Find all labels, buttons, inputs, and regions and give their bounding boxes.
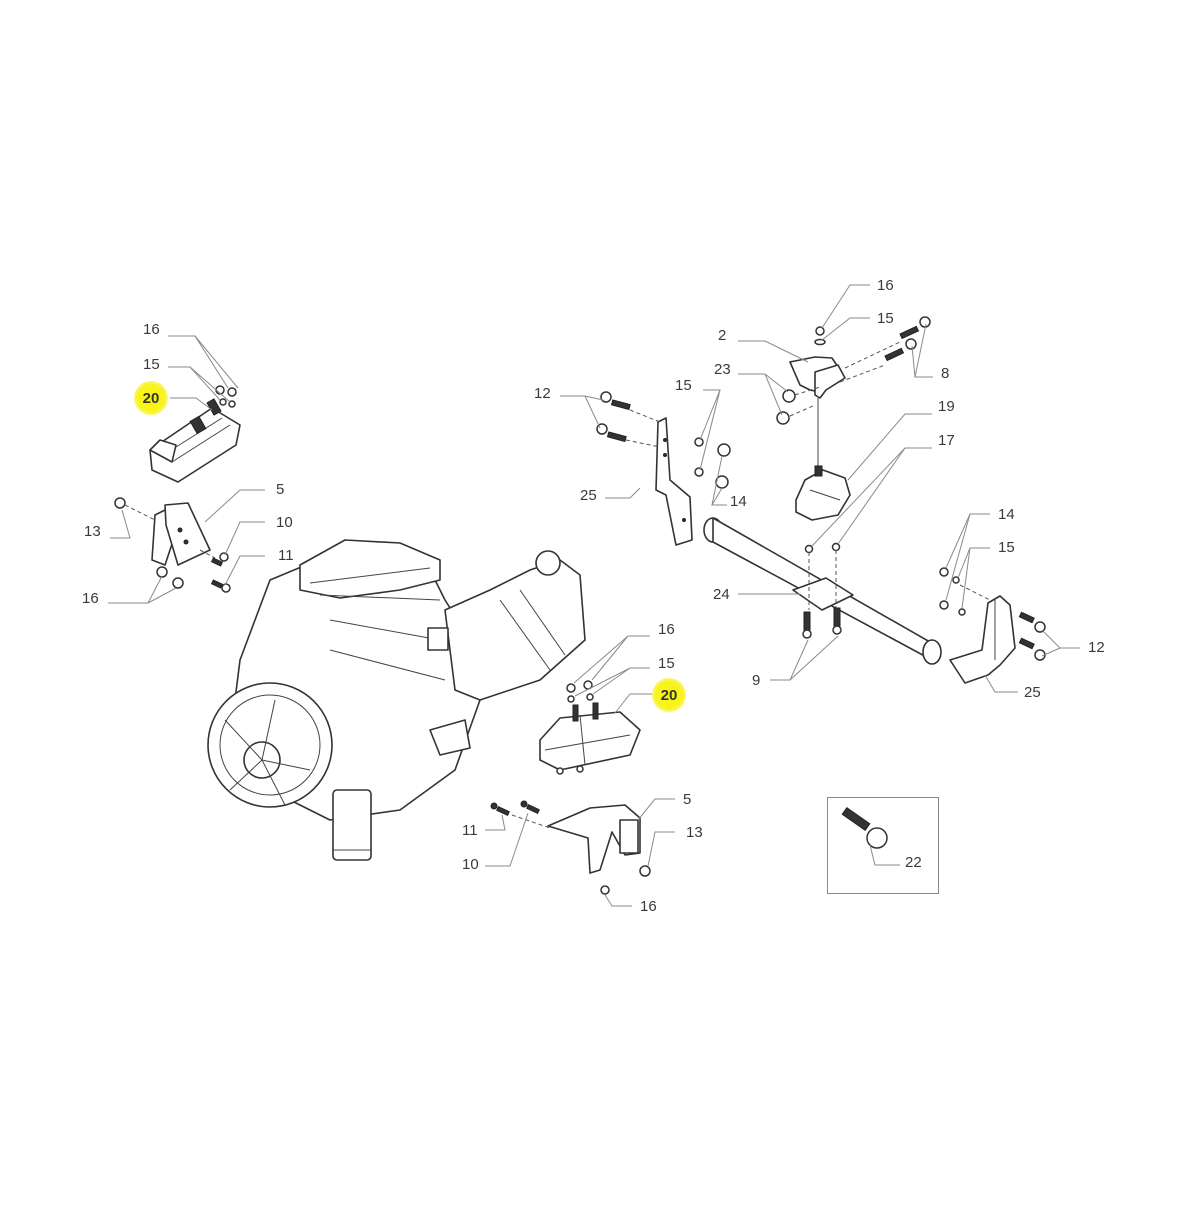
inset-box xyxy=(827,797,939,894)
callout-17: 17 xyxy=(938,432,955,449)
bracket-25-upper xyxy=(596,391,731,546)
callout-19: 19 xyxy=(938,398,955,415)
callout-23: 23 xyxy=(714,361,731,378)
callout-24: 24 xyxy=(713,586,730,603)
callout-11: 11 xyxy=(462,822,478,839)
callout-9: 9 xyxy=(752,672,761,689)
callout-14: 14 xyxy=(998,506,1015,523)
callout-2: 2 xyxy=(718,327,727,344)
callout-16: 16 xyxy=(143,321,160,338)
callout-13: 13 xyxy=(686,824,703,841)
callout-11: 11 xyxy=(278,547,294,564)
callout-10: 10 xyxy=(462,856,479,873)
callout-12: 12 xyxy=(534,385,551,402)
callout-20-highlighted: 20 xyxy=(134,381,168,415)
callout-5: 5 xyxy=(683,791,692,808)
callout-15: 15 xyxy=(143,356,160,373)
support-bracket-5-lower xyxy=(490,800,651,895)
rear-rubber-mount-19 xyxy=(795,465,851,554)
callout-14: 14 xyxy=(730,493,747,510)
callout-16: 16 xyxy=(82,590,99,607)
callout-25: 25 xyxy=(580,487,597,504)
callout-8: 8 xyxy=(941,365,950,382)
callout-15: 15 xyxy=(998,539,1015,556)
callout-10: 10 xyxy=(276,514,293,531)
callout-15: 15 xyxy=(675,377,692,394)
callout-16: 16 xyxy=(877,277,894,294)
callout-5: 5 xyxy=(276,481,285,498)
engine-mount-20-lower xyxy=(539,680,641,775)
callout-13: 13 xyxy=(84,523,101,540)
screw-22-inset xyxy=(841,806,900,866)
crossmember-24 xyxy=(703,517,942,665)
upper-bracket-2 xyxy=(776,316,931,470)
callout-20-highlighted: 20 xyxy=(652,678,686,712)
callout-22: 22 xyxy=(905,854,922,871)
callout-16: 16 xyxy=(658,621,675,638)
engine-mount-20-left xyxy=(149,385,241,483)
callout-25: 25 xyxy=(1024,684,1041,701)
callout-15: 15 xyxy=(658,655,675,672)
support-bracket-5-left xyxy=(114,497,231,593)
engine-gearbox-assembly xyxy=(207,539,586,861)
bracket-25-right xyxy=(939,567,1046,684)
callout-15: 15 xyxy=(877,310,894,327)
callout-16: 16 xyxy=(640,898,657,915)
callout-12: 12 xyxy=(1088,639,1105,656)
